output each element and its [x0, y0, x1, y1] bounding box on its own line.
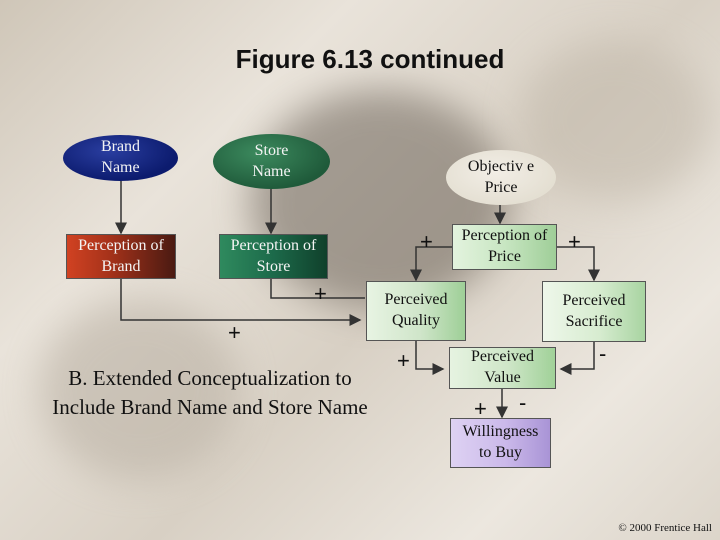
node-brand-name: Brand Name	[63, 135, 178, 181]
sign-sacrifice-to-value: -	[599, 341, 607, 366]
node-perception-of-brand: Perception of Brand	[66, 234, 176, 279]
node-objective-price: Objectiv e Price	[446, 150, 556, 205]
background-decoration	[40, 300, 240, 480]
node-perceived-sacrifice: Perceived Sacrifice	[542, 281, 646, 342]
node-perception-of-store: Perception of Store	[219, 234, 328, 279]
connector-price-to-quality	[410, 246, 452, 282]
sign-willingness-minus: -	[519, 390, 527, 415]
sign-brand-to-quality: +	[228, 320, 241, 345]
connector-quality-to-value	[415, 341, 445, 375]
node-store-name: Store Name	[213, 134, 330, 189]
sign-value-to-willingness: +	[474, 396, 487, 421]
sign-quality-to-value: +	[397, 348, 410, 373]
sign-price-to-sacrifice: +	[568, 229, 581, 254]
connector-price-to-sacrifice	[557, 246, 600, 282]
sign-store-to-quality: +	[314, 281, 327, 306]
figure-caption: B. Extended Conceptualization to Include…	[52, 366, 368, 419]
figure-title: Figure 6.13 continued	[235, 44, 505, 74]
connector-sacrifice-to-value	[559, 342, 595, 375]
node-perception-of-price: Perception of Price	[452, 224, 557, 270]
connector-brand-to-quality	[120, 279, 362, 326]
connector-store-to-quality	[270, 279, 365, 299]
sign-price-to-quality: +	[420, 229, 433, 254]
node-willingness-to-buy: Willingness to Buy	[450, 418, 551, 468]
node-perceived-quality: Perceived Quality	[366, 281, 466, 341]
node-perceived-value: Perceived Value	[449, 347, 556, 389]
copyright-notice: © 2000 Frentice Hall	[618, 522, 712, 534]
